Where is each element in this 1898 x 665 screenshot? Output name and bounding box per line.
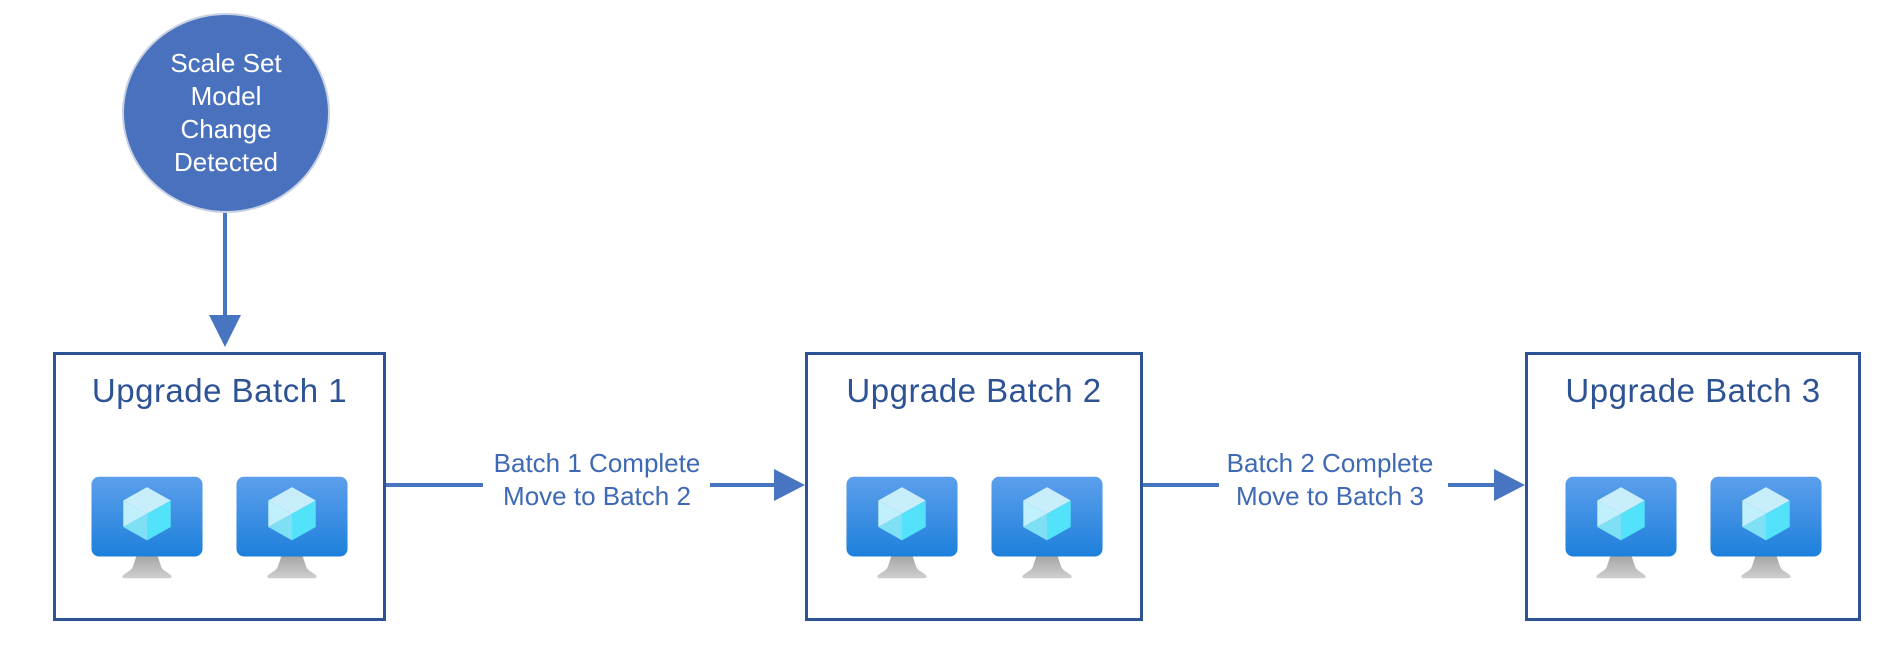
arrow-batch2-to-batch3 xyxy=(1143,469,1525,501)
virtual-machine-icon xyxy=(1709,472,1823,584)
vm-row xyxy=(1528,472,1858,584)
transition-label-2: Batch 2 Complete Move to Batch 3 xyxy=(1160,447,1500,513)
start-node-label-line: Scale Set xyxy=(170,48,282,78)
start-node-label-line: Model xyxy=(190,81,262,111)
transition-label-1: Batch 1 Complete Move to Batch 2 xyxy=(427,447,767,513)
vm-row xyxy=(808,472,1140,584)
transition-label-line1: Batch 2 Complete xyxy=(1226,448,1434,478)
virtual-machine-icon xyxy=(845,472,959,584)
upgrade-batch-3-box: Upgrade Batch 3 xyxy=(1525,352,1861,621)
batch-title: Upgrade Batch 2 xyxy=(846,372,1102,409)
upgrade-batch-1-box: Upgrade Batch 1 xyxy=(53,352,386,621)
arrow-batch1-to-batch2 xyxy=(385,469,805,501)
transition-label-line2: Move to Batch 3 xyxy=(1236,481,1424,511)
batch-title: Upgrade Batch 3 xyxy=(1565,372,1821,409)
start-node-label-line: Detected xyxy=(173,147,279,177)
vm-row xyxy=(56,472,383,584)
virtual-machine-icon xyxy=(1564,472,1678,584)
start-node-label-line: Change xyxy=(180,114,272,144)
virtual-machine-icon xyxy=(90,472,204,584)
virtual-machine-icon xyxy=(235,472,349,584)
batch-title: Upgrade Batch 1 xyxy=(91,372,348,409)
down-arrow-connector xyxy=(209,213,241,347)
transition-label-line1: Batch 1 Complete xyxy=(493,448,701,478)
start-node-scale-set-model-change: Scale Set Model Change Detected xyxy=(122,13,330,213)
virtual-machine-icon xyxy=(990,472,1104,584)
upgrade-batch-2-box: Upgrade Batch 2 xyxy=(805,352,1143,621)
transition-label-line2: Move to Batch 2 xyxy=(503,481,691,511)
